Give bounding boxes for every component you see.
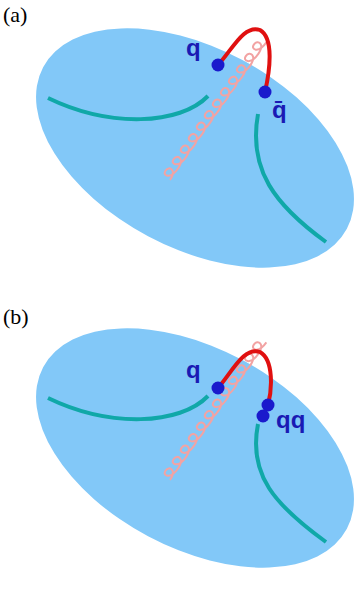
hadron-blob: [0, 0, 355, 317]
antiquark-label: q̄: [272, 98, 287, 122]
string: [256, 424, 326, 542]
panel-b-figure: [0, 279, 355, 599]
panel-a-figure: [0, 0, 355, 317]
string: [218, 29, 270, 92]
string: [48, 396, 208, 419]
string: [256, 114, 326, 242]
diquark-label: qq: [276, 408, 305, 432]
panel-label: (b): [3, 306, 29, 328]
quark-label: q: [186, 358, 201, 382]
gluon: [163, 337, 267, 480]
hadron-blob: [0, 279, 355, 599]
quark-dot: [212, 59, 225, 72]
panel-label: (a): [3, 4, 27, 26]
quark-dot: [212, 382, 225, 395]
quark-dot: [259, 86, 272, 99]
diquark-dot: [257, 410, 270, 423]
gluon: [163, 37, 267, 180]
quark-label: q: [186, 36, 201, 60]
string: [218, 351, 271, 405]
string: [48, 96, 208, 119]
